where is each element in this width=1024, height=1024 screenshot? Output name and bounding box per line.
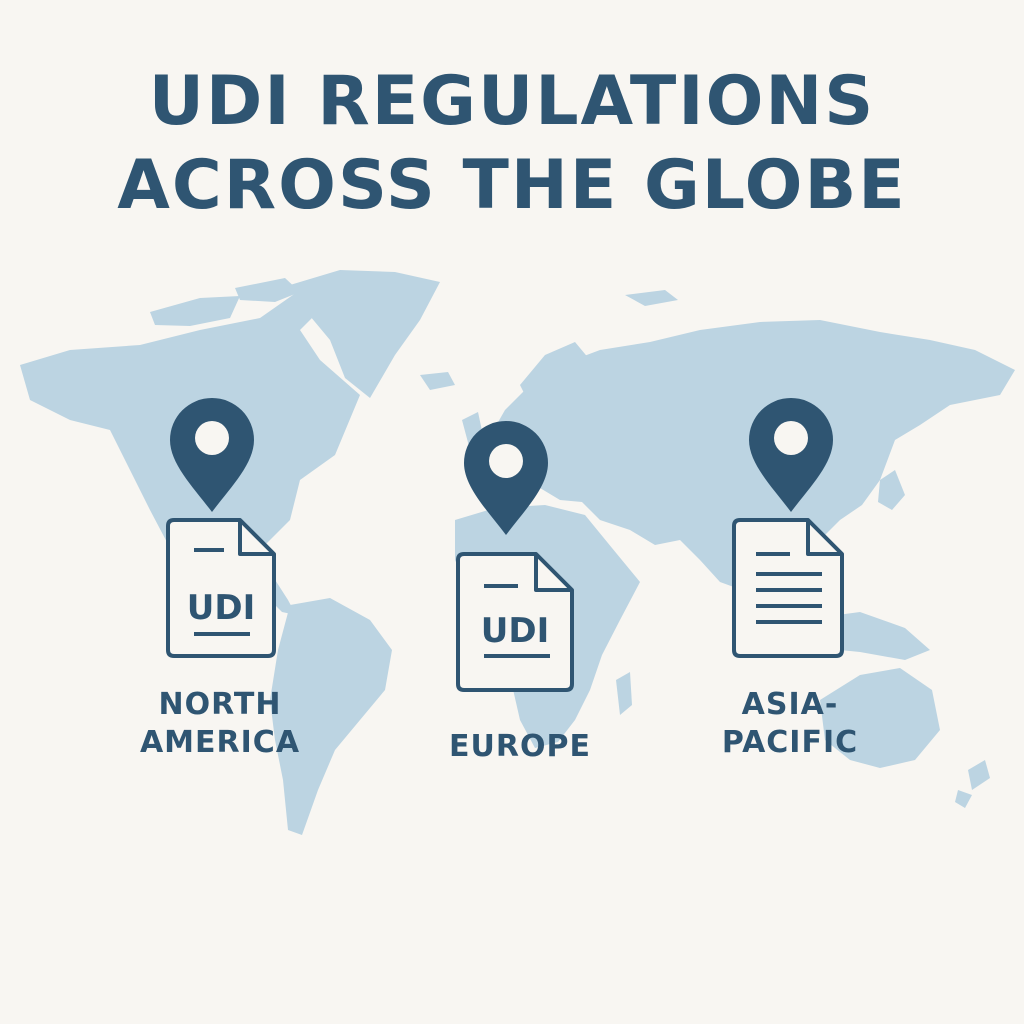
new-zealand-landmass	[968, 760, 990, 790]
region-label-line: AMERICA	[139, 725, 301, 760]
udi-document-icon: UDI	[456, 552, 574, 692]
title-line-2: ACROSS THE GLOBE	[117, 146, 907, 225]
iceland-landmass	[420, 372, 455, 390]
scandinavia-landmass	[520, 342, 590, 410]
eurasia-landmass	[485, 320, 1015, 600]
doc-label: UDI	[481, 611, 549, 651]
doc-label: UDI	[187, 588, 255, 628]
greenland-landmass	[290, 270, 440, 398]
arctic-islands	[150, 296, 240, 326]
map-pin-icon	[464, 421, 548, 535]
australia-landmass	[820, 668, 940, 768]
title-line-1: UDI REGULATIONS	[148, 62, 876, 141]
region-label-north-america: NORTH AMERICA	[120, 686, 320, 762]
madagascar-landmass	[616, 672, 632, 715]
arctic-russia-islands	[625, 290, 678, 306]
region-label-line: NORTH	[158, 687, 282, 722]
map-pin-icon	[170, 398, 254, 512]
region-label-europe: EUROPE	[410, 728, 630, 766]
text-document-icon	[732, 518, 844, 658]
arctic-islands-east	[235, 278, 300, 302]
new-zealand-south	[955, 790, 972, 808]
page-title: UDI REGULATIONS ACROSS THE GLOBE	[0, 60, 1024, 228]
japan-landmass	[878, 470, 905, 510]
region-label-line: ASIA-	[741, 687, 839, 722]
south-america-landmass	[270, 598, 392, 835]
region-label-line: EUROPE	[449, 729, 591, 764]
region-label-asia-pacific: ASIA- PACIFIC	[690, 686, 890, 762]
map-pin-icon	[749, 398, 833, 512]
region-label-line: PACIFIC	[721, 725, 859, 760]
udi-document-icon: UDI	[166, 518, 276, 658]
